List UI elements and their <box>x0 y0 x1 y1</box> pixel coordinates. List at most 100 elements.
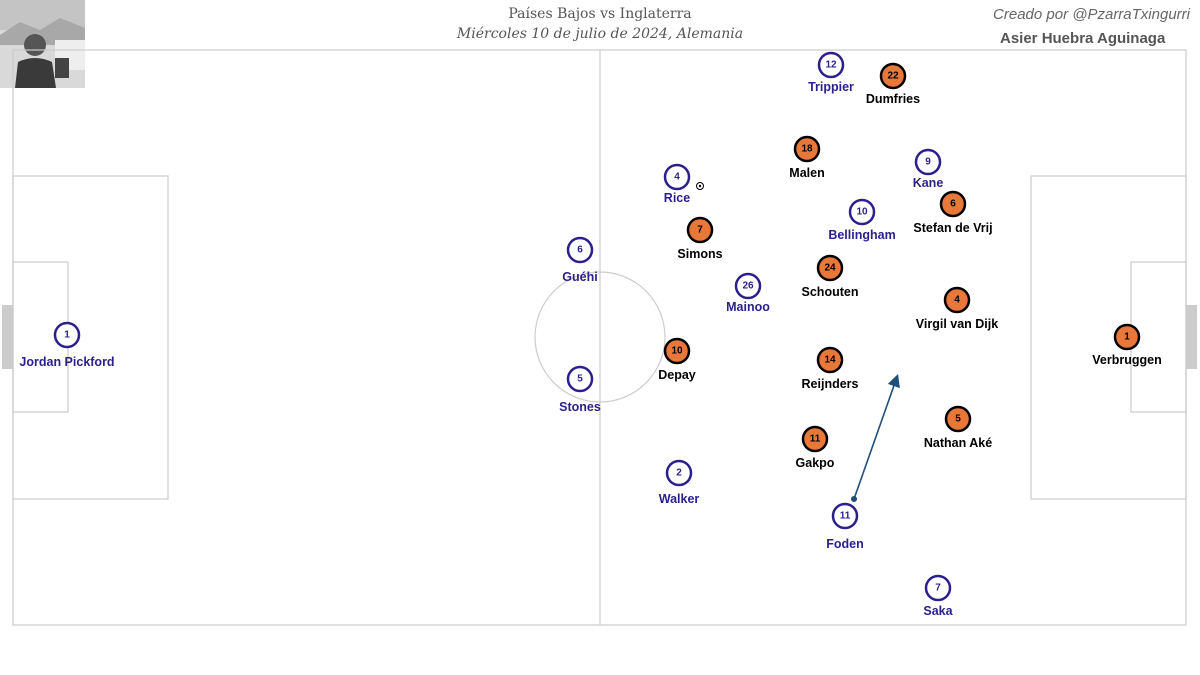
england-player-marker <box>817 51 845 79</box>
england-player-marker <box>734 272 762 300</box>
player-number: 18 <box>801 144 813 155</box>
player-number: 10 <box>856 207 868 218</box>
netherlands-player-marker <box>944 405 972 433</box>
pitch-lines <box>12 49 1187 626</box>
player-number: 11 <box>840 511 851 522</box>
player-name: Malen <box>789 166 824 180</box>
netherlands-player-marker <box>1113 323 1141 351</box>
netherlands-player-marker <box>793 135 821 163</box>
england-player-marker <box>53 321 81 349</box>
player-number: 4 <box>674 172 680 183</box>
player-number: 9 <box>925 157 931 168</box>
netherlands-player-marker <box>801 425 829 453</box>
netherlands-player-marker <box>663 337 691 365</box>
england-player-marker <box>924 574 952 602</box>
england-player-marker <box>663 163 691 191</box>
player-number: 4 <box>954 295 960 306</box>
player-name: Simons <box>677 247 722 261</box>
netherlands-player-marker <box>686 216 714 244</box>
player-name: Bellingham <box>828 228 895 242</box>
player-name: Jordan Pickford <box>19 355 114 369</box>
england-player-marker <box>848 198 876 226</box>
author-avatar <box>0 0 85 88</box>
match-title: Países Bajos vs Inglaterra <box>508 6 692 22</box>
player-name: Stefan de Vrij <box>913 221 992 235</box>
player-name: Nathan Aké <box>924 436 992 450</box>
england-player-marker <box>566 236 594 264</box>
run-arrow <box>851 373 900 502</box>
player-name: Saka <box>923 604 953 618</box>
left-goal <box>2 305 13 369</box>
england-player-marker <box>914 148 942 176</box>
player-number: 6 <box>950 199 956 210</box>
player-number: 12 <box>825 60 837 71</box>
author-name: Asier Huebra Aguinaga <box>1000 30 1166 47</box>
player-name: Foden <box>826 537 864 551</box>
netherlands-player-marker <box>939 190 967 218</box>
england-player-marker <box>665 459 693 487</box>
player-name: Verbruggen <box>1092 353 1161 367</box>
player-name: Rice <box>664 191 690 205</box>
player-name: Virgil van Dijk <box>916 317 998 331</box>
player-number: 11 <box>810 434 821 445</box>
player-name: Mainoo <box>726 300 770 314</box>
player-number: 22 <box>887 71 899 82</box>
player-name: Walker <box>659 492 700 506</box>
player-number: 1 <box>1124 332 1130 343</box>
player-name: Stones <box>559 400 601 414</box>
player-number: 10 <box>671 346 683 357</box>
player-number: 6 <box>577 245 583 256</box>
player-name: Schouten <box>802 285 859 299</box>
netherlands-player-marker <box>879 62 907 90</box>
player-number: 1 <box>64 330 70 341</box>
player-name: Kane <box>913 176 944 190</box>
player-name: Reijnders <box>802 377 859 391</box>
player-number: 14 <box>824 355 836 366</box>
player-name: Dumfries <box>866 92 920 106</box>
credit-line: Creado por @PzarraTxingurri <box>993 6 1190 23</box>
player-number: 26 <box>742 281 754 292</box>
player-name: Depay <box>658 368 696 382</box>
player-name: Trippier <box>808 80 854 94</box>
player-name: Guéhi <box>562 270 597 284</box>
player-number: 7 <box>935 583 941 594</box>
match-subtitle: Miércoles 10 de julio de 2024, Alemania <box>456 26 744 42</box>
netherlands-player-marker <box>816 346 844 374</box>
player-number: 5 <box>955 414 961 425</box>
player-number: 5 <box>577 374 583 385</box>
netherlands-player-marker <box>943 286 971 314</box>
england-player-marker <box>566 365 594 393</box>
right-goal <box>1186 305 1197 369</box>
england-player-marker <box>831 502 859 530</box>
player-number: 7 <box>697 225 703 236</box>
ball-icon <box>696 182 704 190</box>
player-number: 2 <box>676 468 682 479</box>
player-number: 24 <box>824 263 836 274</box>
netherlands-player-marker <box>816 254 844 282</box>
